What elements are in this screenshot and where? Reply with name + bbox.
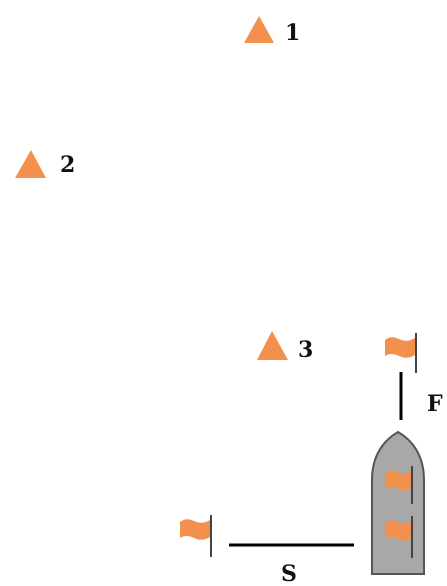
mark-3: 3 xyxy=(257,331,313,363)
mark-2-label: 2 xyxy=(60,152,75,178)
triangle-mark-icon xyxy=(244,16,274,43)
flag-icon xyxy=(180,515,211,557)
mark-3-label: 3 xyxy=(298,337,313,363)
finish-line: F xyxy=(401,372,443,420)
committee-boat xyxy=(372,432,424,574)
start-line: S xyxy=(229,545,354,586)
flag-icon xyxy=(385,333,416,373)
triangle-mark-icon xyxy=(15,150,46,178)
triangle-mark-icon xyxy=(257,331,288,360)
mark-1: 1 xyxy=(244,16,300,46)
finish-line-label: F xyxy=(427,391,443,417)
mark-2: 2 xyxy=(15,150,75,178)
start-line-label: S xyxy=(281,561,297,586)
mark-1-label: 1 xyxy=(285,20,300,46)
boat-hull xyxy=(372,432,424,574)
